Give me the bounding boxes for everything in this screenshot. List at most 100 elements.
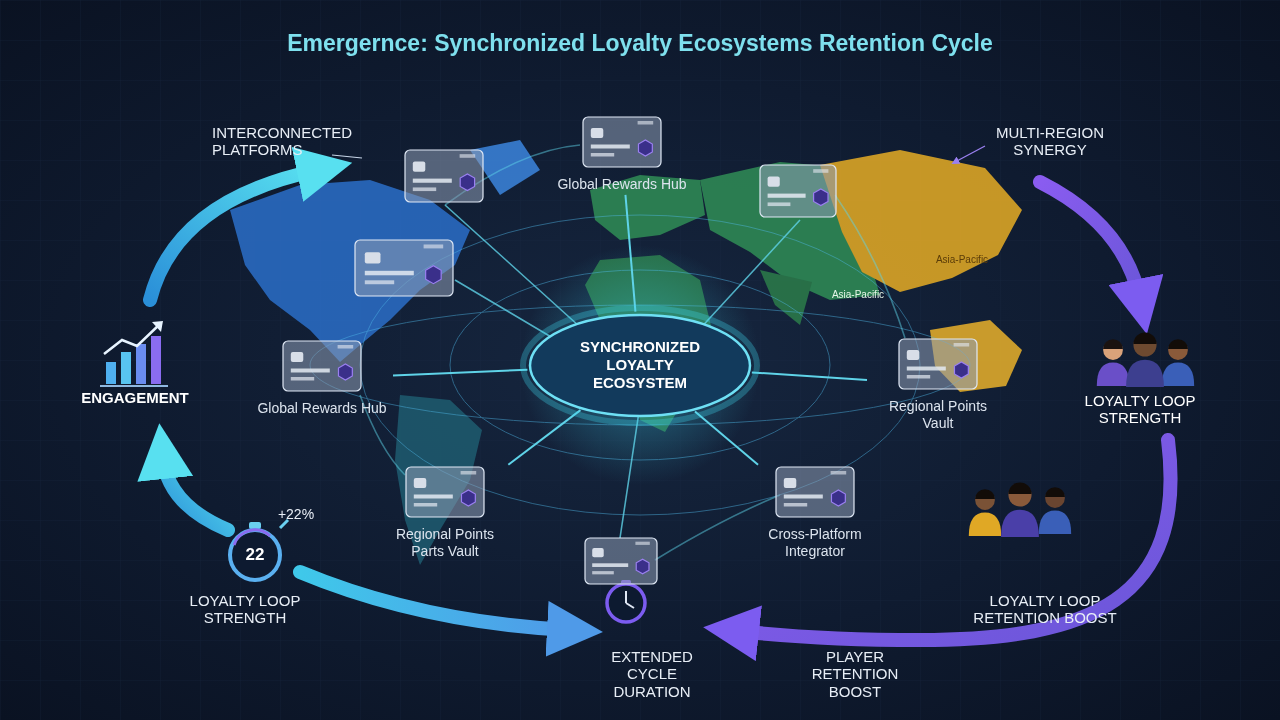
person-icon bbox=[1162, 339, 1194, 386]
card-graphic-part bbox=[760, 165, 836, 217]
platform-card: Cross-Platform Integrator bbox=[746, 466, 884, 560]
hub-ellipse: SYNCHRONIZED LOYALTY ECOSYSTEM bbox=[529, 314, 751, 417]
person-icon-part bbox=[1097, 363, 1129, 386]
center-glow bbox=[520, 245, 760, 485]
card-shape bbox=[405, 466, 485, 518]
spoke-connector bbox=[508, 410, 580, 465]
engagement-chart-icon-part bbox=[152, 321, 163, 332]
person-icon-part bbox=[975, 489, 995, 499]
annotation-label: LOYALTY LOOP RETENTION BOOST bbox=[970, 592, 1120, 627]
cycle-arrows-part bbox=[1040, 182, 1140, 300]
card-graphic bbox=[899, 339, 977, 389]
card-graphic-part bbox=[813, 169, 828, 173]
hub-glow bbox=[523, 308, 757, 423]
person-icon-part bbox=[969, 513, 1001, 536]
card-graphic bbox=[760, 165, 836, 217]
person-icon-part bbox=[1168, 339, 1188, 349]
person-icon-part bbox=[1045, 488, 1065, 508]
person-icon-part bbox=[1008, 482, 1031, 494]
spoke-connector bbox=[625, 195, 635, 312]
node-label: Regional Points Vault bbox=[873, 398, 1003, 432]
card-graphic-part bbox=[592, 548, 604, 557]
world-map bbox=[230, 140, 1022, 565]
annotation-label: MULTI-REGION SYNERGY bbox=[975, 124, 1125, 159]
person-icon bbox=[1097, 339, 1129, 386]
annotation-label: Asia-Pacific bbox=[818, 289, 898, 301]
card-graphic-part bbox=[355, 240, 453, 296]
node-label: Global Rewards Hub bbox=[557, 176, 686, 193]
spoke-connector bbox=[752, 372, 867, 380]
annotation-label: INTERCONNECTED PLATFORMS bbox=[212, 124, 372, 159]
engagement-chart-icon-part bbox=[151, 336, 161, 384]
card-graphic-part bbox=[365, 252, 381, 263]
cycle-arrows-part bbox=[300, 572, 568, 630]
person-icon-part bbox=[1168, 340, 1188, 360]
card-graphic-part bbox=[413, 179, 452, 183]
annotation-label: EXTENDED CYCLE DURATION bbox=[587, 648, 717, 700]
card-graphic bbox=[776, 467, 854, 517]
card-graphic-part bbox=[365, 280, 394, 284]
engagement-chart-icon-part bbox=[136, 344, 146, 384]
annotation-label: PLAYER RETENTION BOOST bbox=[790, 648, 920, 700]
person-icon-part bbox=[1133, 332, 1156, 344]
person-icon-part bbox=[1103, 339, 1123, 349]
engagement-chart-icon-part bbox=[100, 385, 168, 387]
annotation-label: ENGAGEMENT bbox=[70, 389, 200, 406]
card-graphic-part bbox=[585, 538, 657, 584]
person-icon bbox=[1001, 482, 1039, 537]
platform-card: Regional Points Parts Vault bbox=[376, 466, 514, 560]
person-icon bbox=[1039, 487, 1071, 534]
card-graphic bbox=[406, 467, 484, 517]
card-graphic-part bbox=[413, 161, 425, 171]
node-label: Global Rewards Hub bbox=[257, 400, 386, 417]
card-graphic-part bbox=[426, 266, 442, 284]
card-graphic bbox=[283, 341, 361, 391]
node-label: Regional Points Parts Vault bbox=[380, 526, 510, 560]
platform-card: Global Rewards Hub bbox=[253, 340, 391, 417]
card-graphic-part bbox=[814, 189, 828, 206]
spoke-connector bbox=[393, 370, 527, 376]
cycle-clock-icon-part bbox=[626, 591, 634, 608]
card-graphic-part bbox=[636, 559, 649, 574]
platform-cards bbox=[355, 150, 836, 584]
card-graphic bbox=[405, 150, 483, 202]
world-map-part bbox=[820, 150, 1022, 292]
spoke-lines-part bbox=[835, 195, 905, 338]
person-icon-part bbox=[1126, 360, 1164, 387]
card-graphic-part bbox=[405, 150, 483, 202]
card-graphic bbox=[585, 538, 657, 584]
stopwatch-icon-part bbox=[230, 530, 280, 580]
node-label: Cross-Platform Integrator bbox=[750, 526, 880, 560]
cycle-arrows bbox=[150, 170, 1171, 640]
card-graphic-part bbox=[592, 571, 614, 574]
card-graphic bbox=[583, 117, 661, 167]
annotation-label: Asia-Pacific bbox=[922, 254, 1002, 266]
stopwatch-icon-part bbox=[249, 522, 261, 529]
cycle-arrows-part bbox=[163, 458, 228, 530]
world-map-part bbox=[230, 180, 470, 362]
leader-lines-part bbox=[955, 146, 985, 162]
card-graphic-part bbox=[365, 271, 414, 275]
platform-card: Global Rewards Hub bbox=[553, 116, 691, 193]
diagram-title: Emergernce: Synchronized Loyalty Ecosyst… bbox=[0, 30, 1280, 56]
person-icon-part bbox=[1103, 340, 1123, 360]
stopwatch-icon-part bbox=[234, 530, 270, 545]
card-shape bbox=[898, 338, 978, 390]
card-graphic-part bbox=[768, 202, 791, 206]
card-graphic-part bbox=[460, 174, 474, 191]
engagement-chart-icon-part bbox=[121, 352, 131, 384]
hub-shape bbox=[530, 315, 750, 416]
cycle-clock-icon bbox=[607, 580, 645, 622]
card-graphic-part bbox=[768, 176, 780, 186]
card-graphic-part bbox=[460, 154, 476, 158]
spoke-connector bbox=[695, 411, 758, 464]
engagement-chart-icon-part bbox=[104, 324, 160, 354]
card-shape bbox=[775, 466, 855, 518]
cycle-arrows-part bbox=[738, 440, 1171, 640]
person-icon-part bbox=[975, 490, 995, 510]
cycle-clock-icon-part bbox=[607, 584, 645, 622]
node-label: SYNCHRONIZED LOYALTY ECOSYSTEM bbox=[573, 338, 708, 392]
annotation-label: LOYALTY LOOP STRENGTH bbox=[1070, 392, 1210, 427]
